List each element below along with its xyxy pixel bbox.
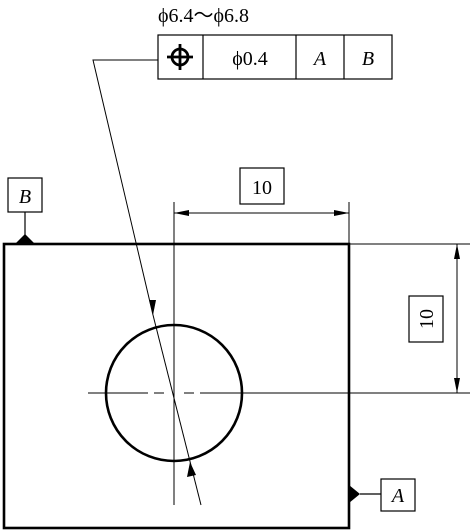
secondary-datum-ref: B — [362, 48, 374, 70]
horizontal-dimension-value: 10 — [252, 177, 272, 199]
datum-a-feature: A — [349, 478, 416, 512]
vertical-dimension-value: 10 — [416, 309, 438, 329]
position-icon — [167, 44, 193, 70]
vertical-dimension: 10 — [349, 243, 470, 394]
basic-dimension-box — [408, 295, 444, 343]
primary-datum-ref: A — [312, 48, 327, 70]
basic-dimension-box — [239, 167, 285, 205]
part-outline — [2, 242, 351, 530]
datum-b-label: B — [19, 186, 31, 208]
datum-b-feature: B — [7, 177, 43, 244]
datum-a-box — [380, 478, 416, 512]
datum-b-box — [7, 177, 43, 213]
tolerance-zone-axis — [152, 314, 202, 506]
datum-triangle — [15, 234, 35, 244]
hole-size-label: ϕ6.4～ϕ6.8 — [158, 5, 249, 27]
frame-border — [157, 34, 393, 80]
hole-centerline — [88, 326, 349, 394]
tolerance-value: ϕ0.4 — [232, 48, 268, 70]
datum-a-label: A — [390, 485, 405, 507]
feature-control-frame: ϕ0.4 A B — [157, 34, 393, 80]
leader-line — [92, 59, 158, 316]
datum-triangle — [349, 485, 360, 503]
